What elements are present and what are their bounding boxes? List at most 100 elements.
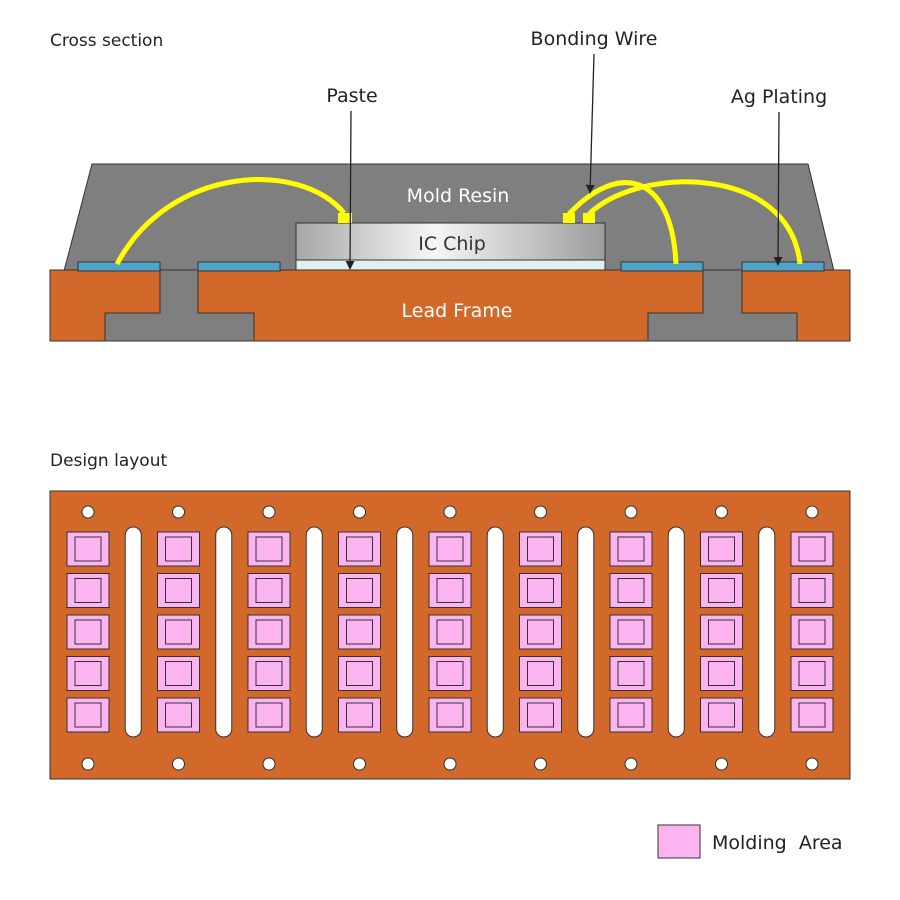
die-pad (165, 578, 192, 603)
die-pad (346, 702, 373, 728)
die-pad (255, 702, 283, 728)
bonding-wire-label: Bonding Wire (531, 28, 658, 50)
molding-area-swatch (657, 824, 701, 859)
bond-pad (583, 213, 595, 223)
design-layout: Design layout (49, 451, 851, 780)
molding-area (609, 656, 653, 691)
die-pad (255, 661, 283, 686)
die-pad (165, 619, 192, 645)
strip-slot (396, 526, 414, 738)
molding-area (66, 656, 110, 691)
ag-plating-pad (620, 261, 704, 272)
die-pad (346, 578, 373, 603)
alignment-hole (353, 505, 366, 519)
molding-area (247, 531, 291, 567)
die-pad (708, 661, 735, 686)
molding-area (157, 656, 200, 691)
molding-area (700, 573, 743, 608)
molding-area (700, 697, 743, 733)
die-pad (798, 702, 826, 728)
molding-area (338, 531, 381, 567)
die-pad (798, 619, 826, 645)
die-pad (436, 578, 464, 603)
strip-slot (124, 526, 142, 738)
molding-area (519, 573, 562, 608)
ic-chip-label: IC Chip (418, 233, 486, 255)
die-pad (74, 536, 102, 562)
die-pad (436, 661, 464, 686)
alignment-hole (172, 757, 185, 771)
die-pad (617, 536, 645, 562)
ic-chip (295, 222, 606, 261)
strip-slot (577, 526, 595, 738)
molding-area (519, 697, 562, 733)
molding-area (338, 573, 381, 608)
die-pad (74, 661, 102, 686)
die-pad (708, 578, 735, 603)
die-pad (798, 578, 826, 603)
strip-slot (758, 526, 776, 738)
die-pad (436, 536, 464, 562)
molding-area (700, 656, 743, 691)
alignment-hole (715, 757, 728, 771)
molding-area-legend-label: Molding Area (712, 832, 843, 854)
alignment-hole (353, 757, 366, 771)
bonding-wire-left (114, 177, 346, 266)
ag-plating-leader (773, 111, 783, 266)
die-pad (74, 578, 102, 603)
die-pad (346, 536, 373, 562)
die-pad (346, 661, 373, 686)
die-pad (617, 619, 645, 645)
molding-area (157, 531, 200, 567)
cross-section-title: Cross section (50, 31, 163, 51)
molding-area (338, 656, 381, 691)
molding-area (790, 656, 834, 691)
lead-frame-label: Lead Frame (402, 300, 513, 322)
die-pad (708, 619, 735, 645)
alignment-hole (172, 505, 185, 519)
strip-slot (305, 526, 323, 738)
molding-area (247, 697, 291, 733)
cross-section: Cross section Mold Resin IC Chip Lead Fr… (49, 28, 851, 342)
die-pad (74, 619, 102, 645)
molding-area (66, 697, 110, 733)
alignment-hole (715, 505, 728, 519)
die-pad (255, 578, 283, 603)
strip-slot (486, 526, 504, 738)
alignment-hole (534, 757, 547, 771)
molding-area (609, 614, 653, 650)
alignment-hole (443, 505, 457, 519)
molding-area (157, 573, 200, 608)
molding-area (428, 573, 472, 608)
die-pad (165, 702, 192, 728)
bonding-wire-outer-right (587, 179, 803, 265)
alignment-hole (534, 505, 547, 519)
mold-resin-label: Mold Resin (407, 185, 510, 207)
molding-area (428, 531, 472, 567)
molding-area (790, 573, 834, 608)
die-pad (436, 702, 464, 728)
bond-pad (563, 213, 575, 223)
molding-area (247, 656, 291, 691)
molding-area (66, 614, 110, 650)
molding-area (790, 531, 834, 567)
die-pad (165, 661, 192, 686)
molding-area (157, 614, 200, 650)
die-pad (527, 702, 554, 728)
molding-area (338, 697, 381, 733)
molding-area (519, 656, 562, 691)
die-pad (527, 578, 554, 603)
die-pad (436, 619, 464, 645)
ag-plating-label: Ag Plating (731, 86, 827, 108)
alignment-hole (262, 757, 276, 771)
alignment-hole (624, 505, 638, 519)
die-pad (617, 702, 645, 728)
molding-area (790, 614, 834, 650)
die-pad (527, 661, 554, 686)
molding-area (338, 614, 381, 650)
design-layout-title: Design layout (50, 451, 167, 471)
bonding-wire-leader (585, 53, 595, 194)
molding-area (519, 614, 562, 650)
die-pad (255, 619, 283, 645)
legend: Molding Area (657, 824, 843, 859)
